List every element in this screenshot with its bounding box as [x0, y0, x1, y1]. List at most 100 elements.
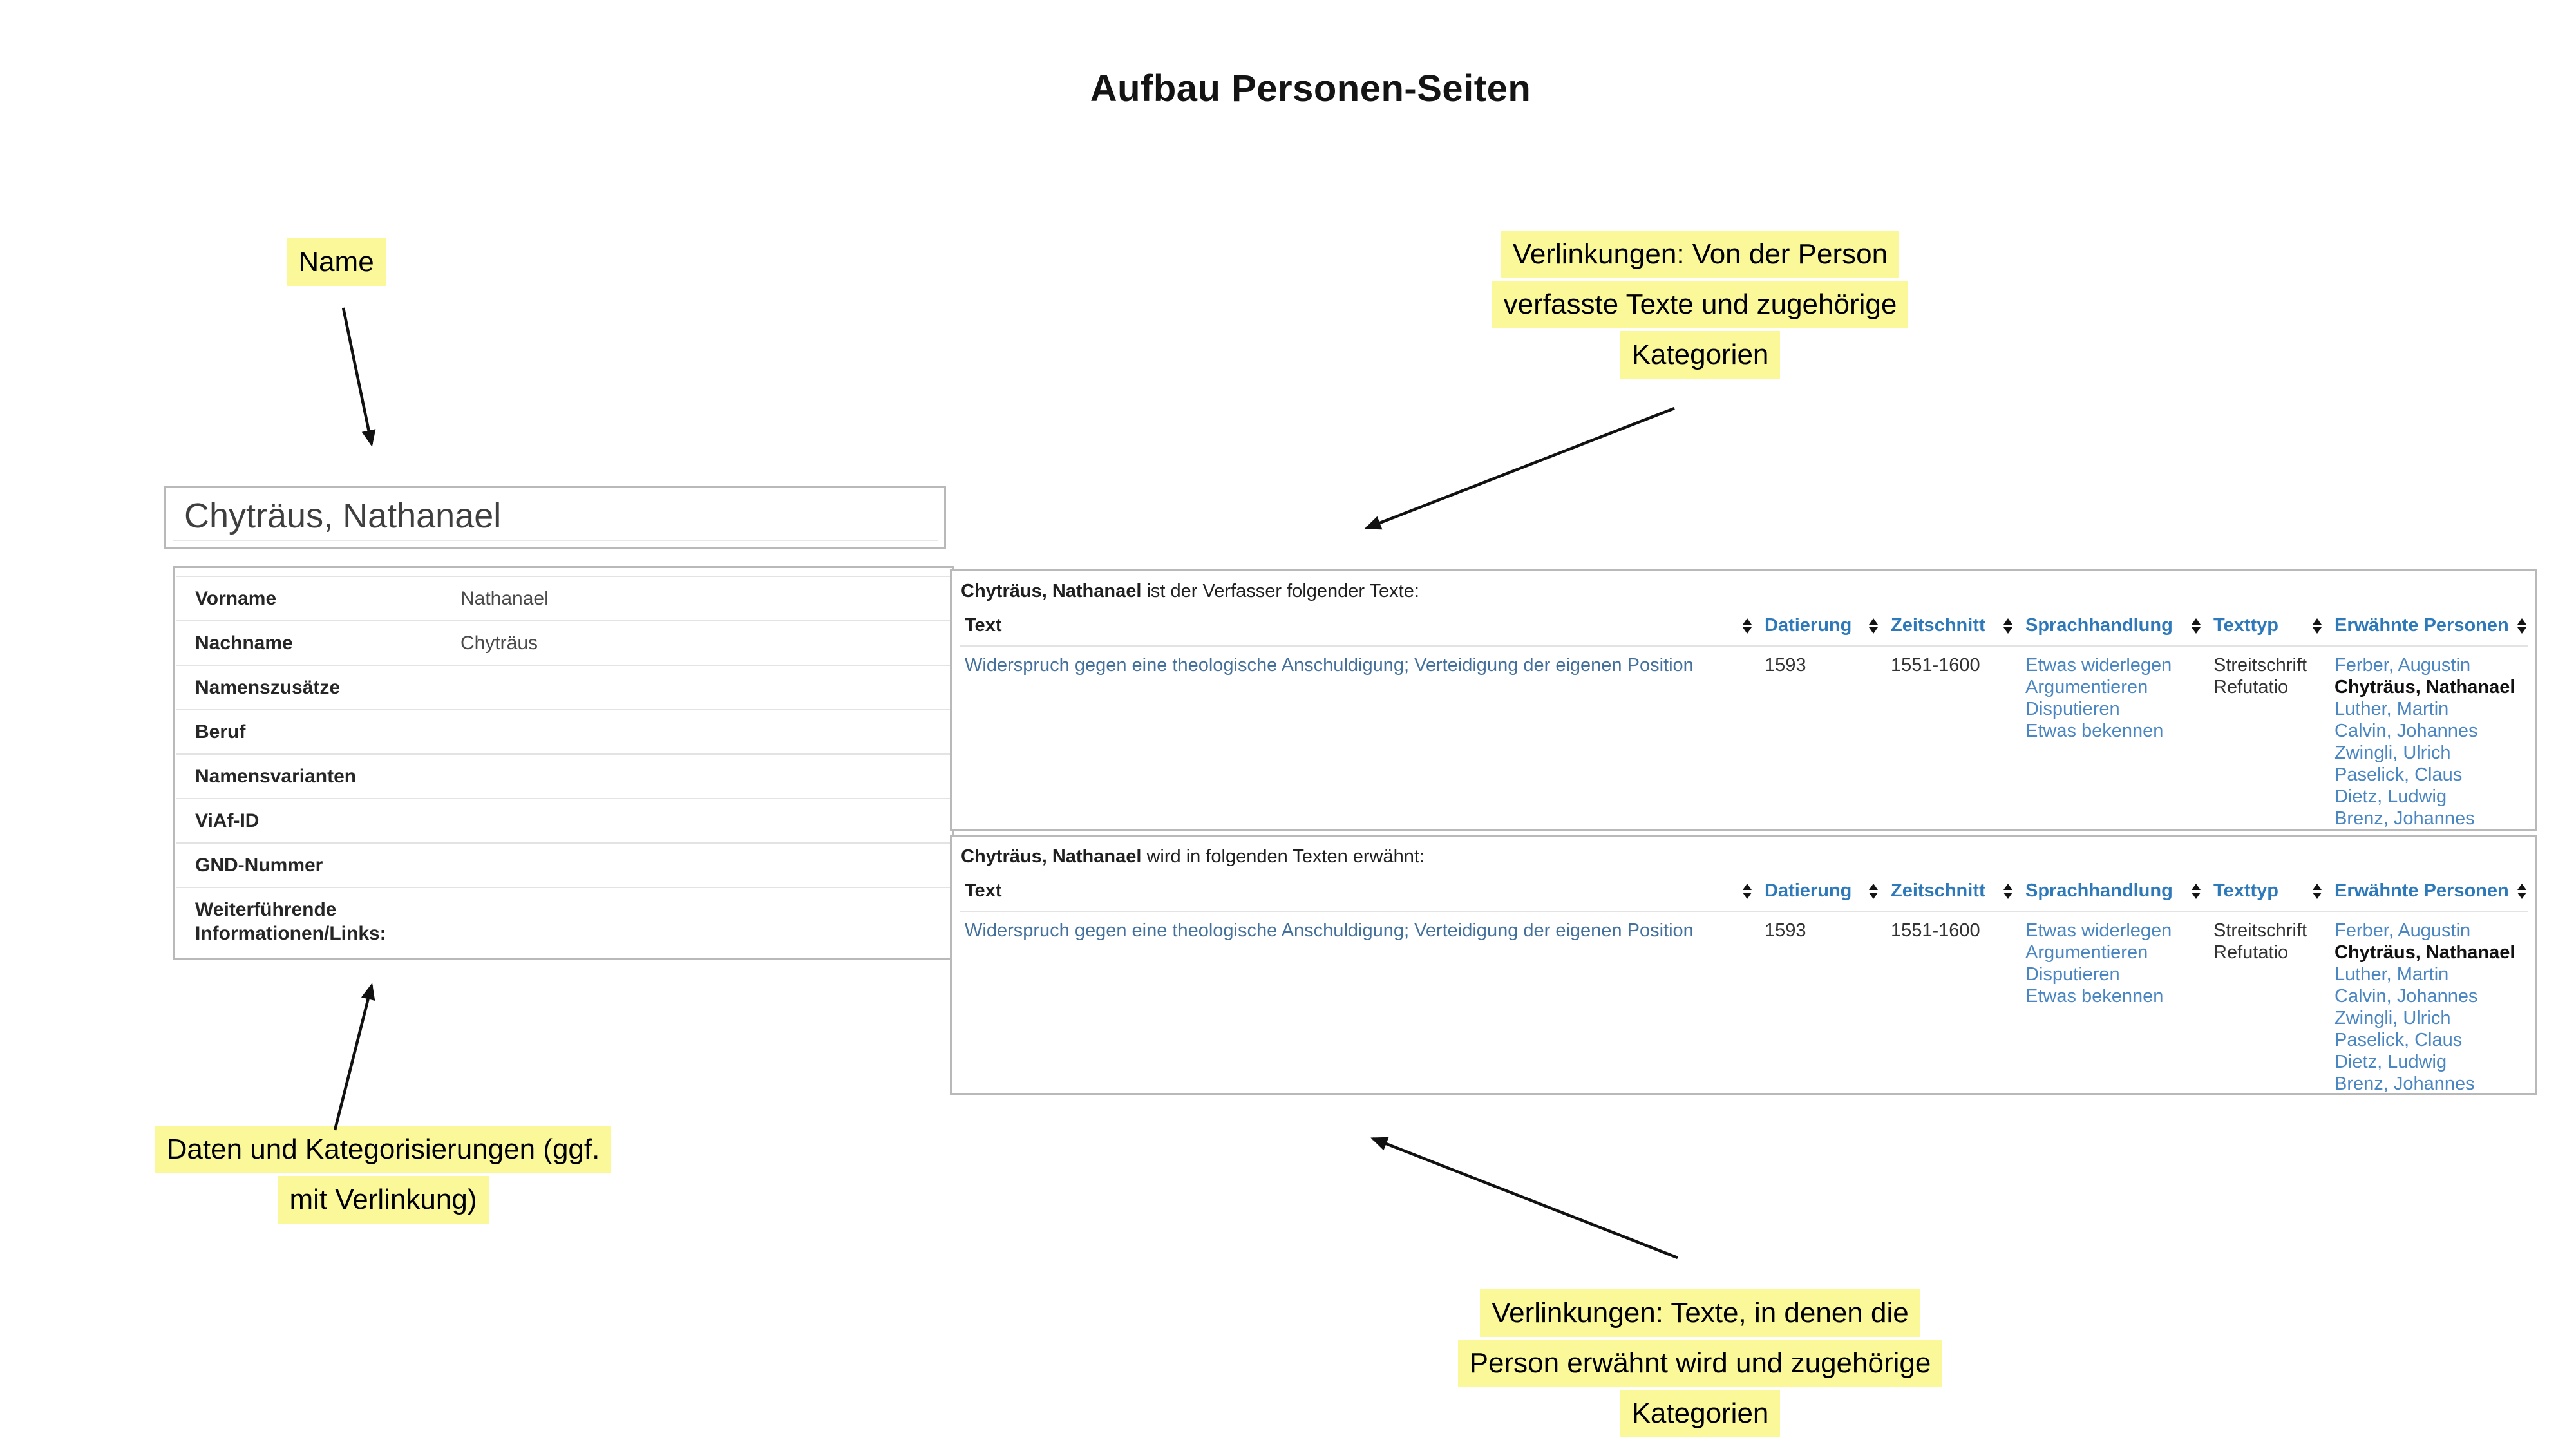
- column-header-label: Text: [965, 615, 1002, 636]
- column-header-erw-hnte-personen[interactable]: Erwähnte Personen: [2334, 615, 2528, 636]
- field-value: Nathanael: [460, 588, 549, 609]
- authored-texts-panel: Chyträus, Nathanael ist der Verfasser fo…: [950, 569, 2537, 831]
- person-link[interactable]: Dietz, Ludwig: [2334, 786, 2447, 807]
- highlight-text: Verlinkungen: Texte, in denen die: [1480, 1289, 1920, 1337]
- person-field-row: Beruf: [176, 709, 951, 753]
- highlight-text: Verlinkungen: Von der Person: [1501, 231, 1900, 278]
- column-header-texttyp[interactable]: Texttyp: [2213, 880, 2323, 902]
- texttyp-value: Refutatio: [2213, 942, 2289, 963]
- person-link[interactable]: Brenz, Johannes: [2334, 808, 2475, 829]
- person-link[interactable]: Zwingli, Ulrich: [2334, 1008, 2451, 1028]
- column-header-text[interactable]: Text: [965, 615, 1753, 636]
- highlight-text: Daten und Kategorisierungen (ggf.: [155, 1126, 612, 1173]
- sort-up-down-icon[interactable]: [2003, 618, 2014, 634]
- column-header-text[interactable]: Text: [965, 880, 1753, 902]
- column-header-label: Datierung: [1765, 615, 1852, 636]
- person-link[interactable]: Ferber, Augustin: [2334, 655, 2471, 676]
- sort-up-down-icon[interactable]: [1869, 883, 1879, 899]
- column-header-erw-hnte-personen[interactable]: Erwähnte Personen: [2334, 880, 2528, 902]
- person-current: Chyträus, Nathanael: [2334, 677, 2515, 697]
- intro-text: wird in folgenden Texten erwähnt:: [1141, 846, 1425, 867]
- person-link[interactable]: Luther, Martin: [2334, 699, 2449, 719]
- highlight-text: mit Verlinkung): [278, 1176, 489, 1224]
- person-field-row: ViAf-ID: [176, 798, 951, 842]
- sort-up-down-icon[interactable]: [2517, 618, 2528, 634]
- person-link[interactable]: Calvin, Johannes: [2334, 721, 2478, 741]
- sprachhandlung-link[interactable]: Argumentieren: [2025, 942, 2148, 963]
- field-label: GND-Nummer: [195, 855, 323, 876]
- highlight-line: Person erwähnt wird und zugehörige: [1401, 1340, 2000, 1387]
- sort-up-down-icon[interactable]: [2003, 883, 2014, 899]
- highlight-line: Verlinkungen: Texte, in denen die: [1401, 1289, 2000, 1337]
- arrow-authored: [1364, 406, 1675, 530]
- sprachhandlung-link[interactable]: Disputieren: [2025, 964, 2120, 985]
- column-header-label: Zeitschnitt: [1891, 880, 1985, 901]
- sort-up-down-icon[interactable]: [2517, 883, 2528, 899]
- intro-text: ist der Verfasser folgender Texte:: [1141, 581, 1419, 601]
- person-link[interactable]: Luther, Martin: [2334, 964, 2449, 985]
- highlight-line: mit Verlinkung): [87, 1176, 679, 1224]
- sprachhandlung-link[interactable]: Etwas bekennen: [2025, 986, 2164, 1007]
- text-title-link[interactable]: Widerspruch gegen eine theologische Ansc…: [965, 655, 1694, 676]
- person-link[interactable]: Ferber, Augustin: [2334, 920, 2471, 941]
- person-field-row: GND-Nummer: [176, 842, 951, 887]
- column-header-datierung[interactable]: Datierung: [1765, 880, 1879, 902]
- sort-up-down-icon[interactable]: [1743, 883, 1753, 899]
- column-header-sprachhandlung[interactable]: Sprachhandlung: [2025, 880, 2202, 902]
- person-link[interactable]: Calvin, Johannes: [2334, 986, 2478, 1007]
- arrow-name: [341, 307, 376, 447]
- column-header-datierung[interactable]: Datierung: [1765, 615, 1879, 636]
- person-link[interactable]: Zwingli, Ulrich: [2334, 743, 2451, 763]
- highlight-text: Name: [287, 238, 386, 286]
- sort-up-down-icon[interactable]: [2313, 618, 2323, 634]
- highlight-line: Name: [227, 238, 446, 286]
- column-header-label: Erwähnte Personen: [2334, 880, 2509, 901]
- column-header-label: Texttyp: [2213, 880, 2278, 901]
- field-label: Nachname: [195, 632, 293, 654]
- cell-zeitschnitt: 1551-1600: [1891, 920, 2014, 1093]
- cell-text: Widerspruch gegen eine theologische Ansc…: [965, 920, 1753, 1093]
- sprachhandlung-link[interactable]: Etwas widerlegen: [2025, 920, 2172, 941]
- field-label: Namensvarianten: [195, 766, 357, 787]
- column-header-label: Datierung: [1765, 880, 1852, 901]
- person-link[interactable]: Dietz, Ludwig: [2334, 1052, 2447, 1072]
- highlight-text: Person erwähnt wird und zugehörige: [1457, 1340, 1943, 1387]
- texttyp-value: Refutatio: [2213, 677, 2289, 697]
- column-header-label: Zeitschnitt: [1891, 615, 1985, 636]
- person-link[interactable]: Brenz, Johannes: [2334, 1074, 2475, 1094]
- sprachhandlung-link[interactable]: Etwas widerlegen: [2025, 655, 2172, 676]
- sort-up-down-icon[interactable]: [1743, 618, 1753, 634]
- datierung-value: 1593: [1765, 655, 1806, 676]
- field-label: ViAf-ID: [195, 810, 260, 831]
- sprachhandlung-link[interactable]: Disputieren: [2025, 699, 2120, 719]
- column-header-label: Text: [965, 880, 1002, 901]
- sort-up-down-icon[interactable]: [2313, 883, 2323, 899]
- cell-text: Widerspruch gegen eine theologische Ansc…: [965, 654, 1753, 829]
- sprachhandlung-link[interactable]: Etwas bekennen: [2025, 721, 2164, 741]
- sort-up-down-icon[interactable]: [2192, 883, 2202, 899]
- highlight-text: Kategorien: [1620, 1390, 1781, 1437]
- column-header-texttyp[interactable]: Texttyp: [2213, 615, 2323, 636]
- arrow-mentioned: [1370, 1137, 1678, 1260]
- column-header-sprachhandlung[interactable]: Sprachhandlung: [2025, 615, 2202, 636]
- field-label: Namenszusätze: [195, 677, 341, 698]
- person-link[interactable]: Paselick, Claus: [2334, 764, 2463, 785]
- sprachhandlung-link[interactable]: Argumentieren: [2025, 677, 2148, 697]
- column-header-label: Sprachhandlung: [2025, 615, 2173, 636]
- text-title-link[interactable]: Widerspruch gegen eine theologische Ansc…: [965, 920, 1694, 941]
- sort-up-down-icon[interactable]: [2192, 618, 2202, 634]
- field-label: Beruf: [195, 721, 246, 743]
- page-title: Aufbau Personen-Seiten: [1090, 68, 1531, 109]
- person-link[interactable]: Paselick, Claus: [2334, 1030, 2463, 1050]
- column-header-zeitschnitt[interactable]: Zeitschnitt: [1891, 615, 2014, 636]
- column-header-zeitschnitt[interactable]: Zeitschnitt: [1891, 880, 2014, 902]
- sort-up-down-icon[interactable]: [1869, 618, 1879, 634]
- mentioned-texts-panel: Chyträus, Nathanael wird in folgenden Te…: [950, 835, 2537, 1095]
